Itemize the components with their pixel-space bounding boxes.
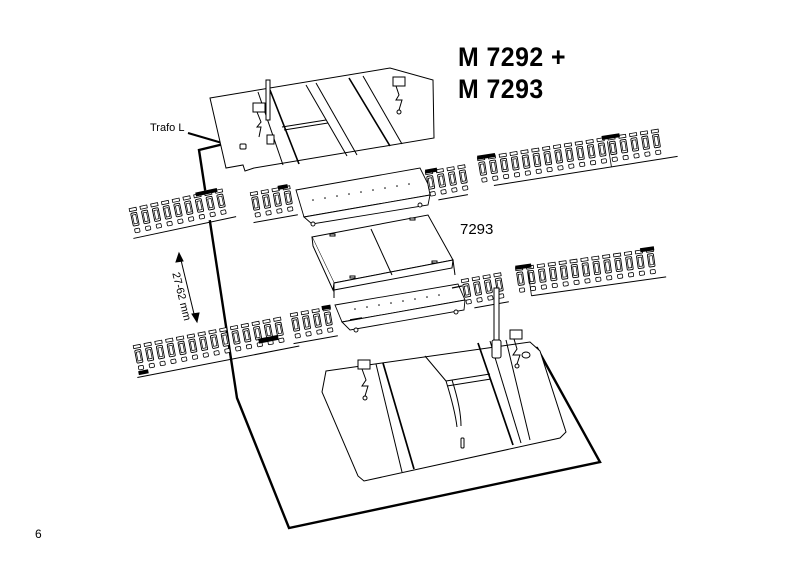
lower-track-right [460,246,667,309]
lower-track-insert-left [289,304,338,345]
part-number-label: 7293 [460,221,494,238]
distance-dimension-arrow [175,251,200,324]
lower-crossing-plate [321,287,567,482]
lower-track-left [132,316,300,378]
lower-crossing-insert [334,283,466,333]
upper-crossing-insert [295,167,431,227]
title-line-1: M 7292 + [458,42,566,72]
page-number: 6 [35,527,42,541]
upper-track-insert-left [249,184,298,224]
road-deck-insert-7293 [311,214,456,298]
upper-track-right [424,128,678,201]
upper-track-left [126,185,237,239]
title-line-2: M 7293 [458,74,544,104]
upper-crossing-plate [209,67,435,172]
transformer-label: Trafo L [150,122,185,134]
